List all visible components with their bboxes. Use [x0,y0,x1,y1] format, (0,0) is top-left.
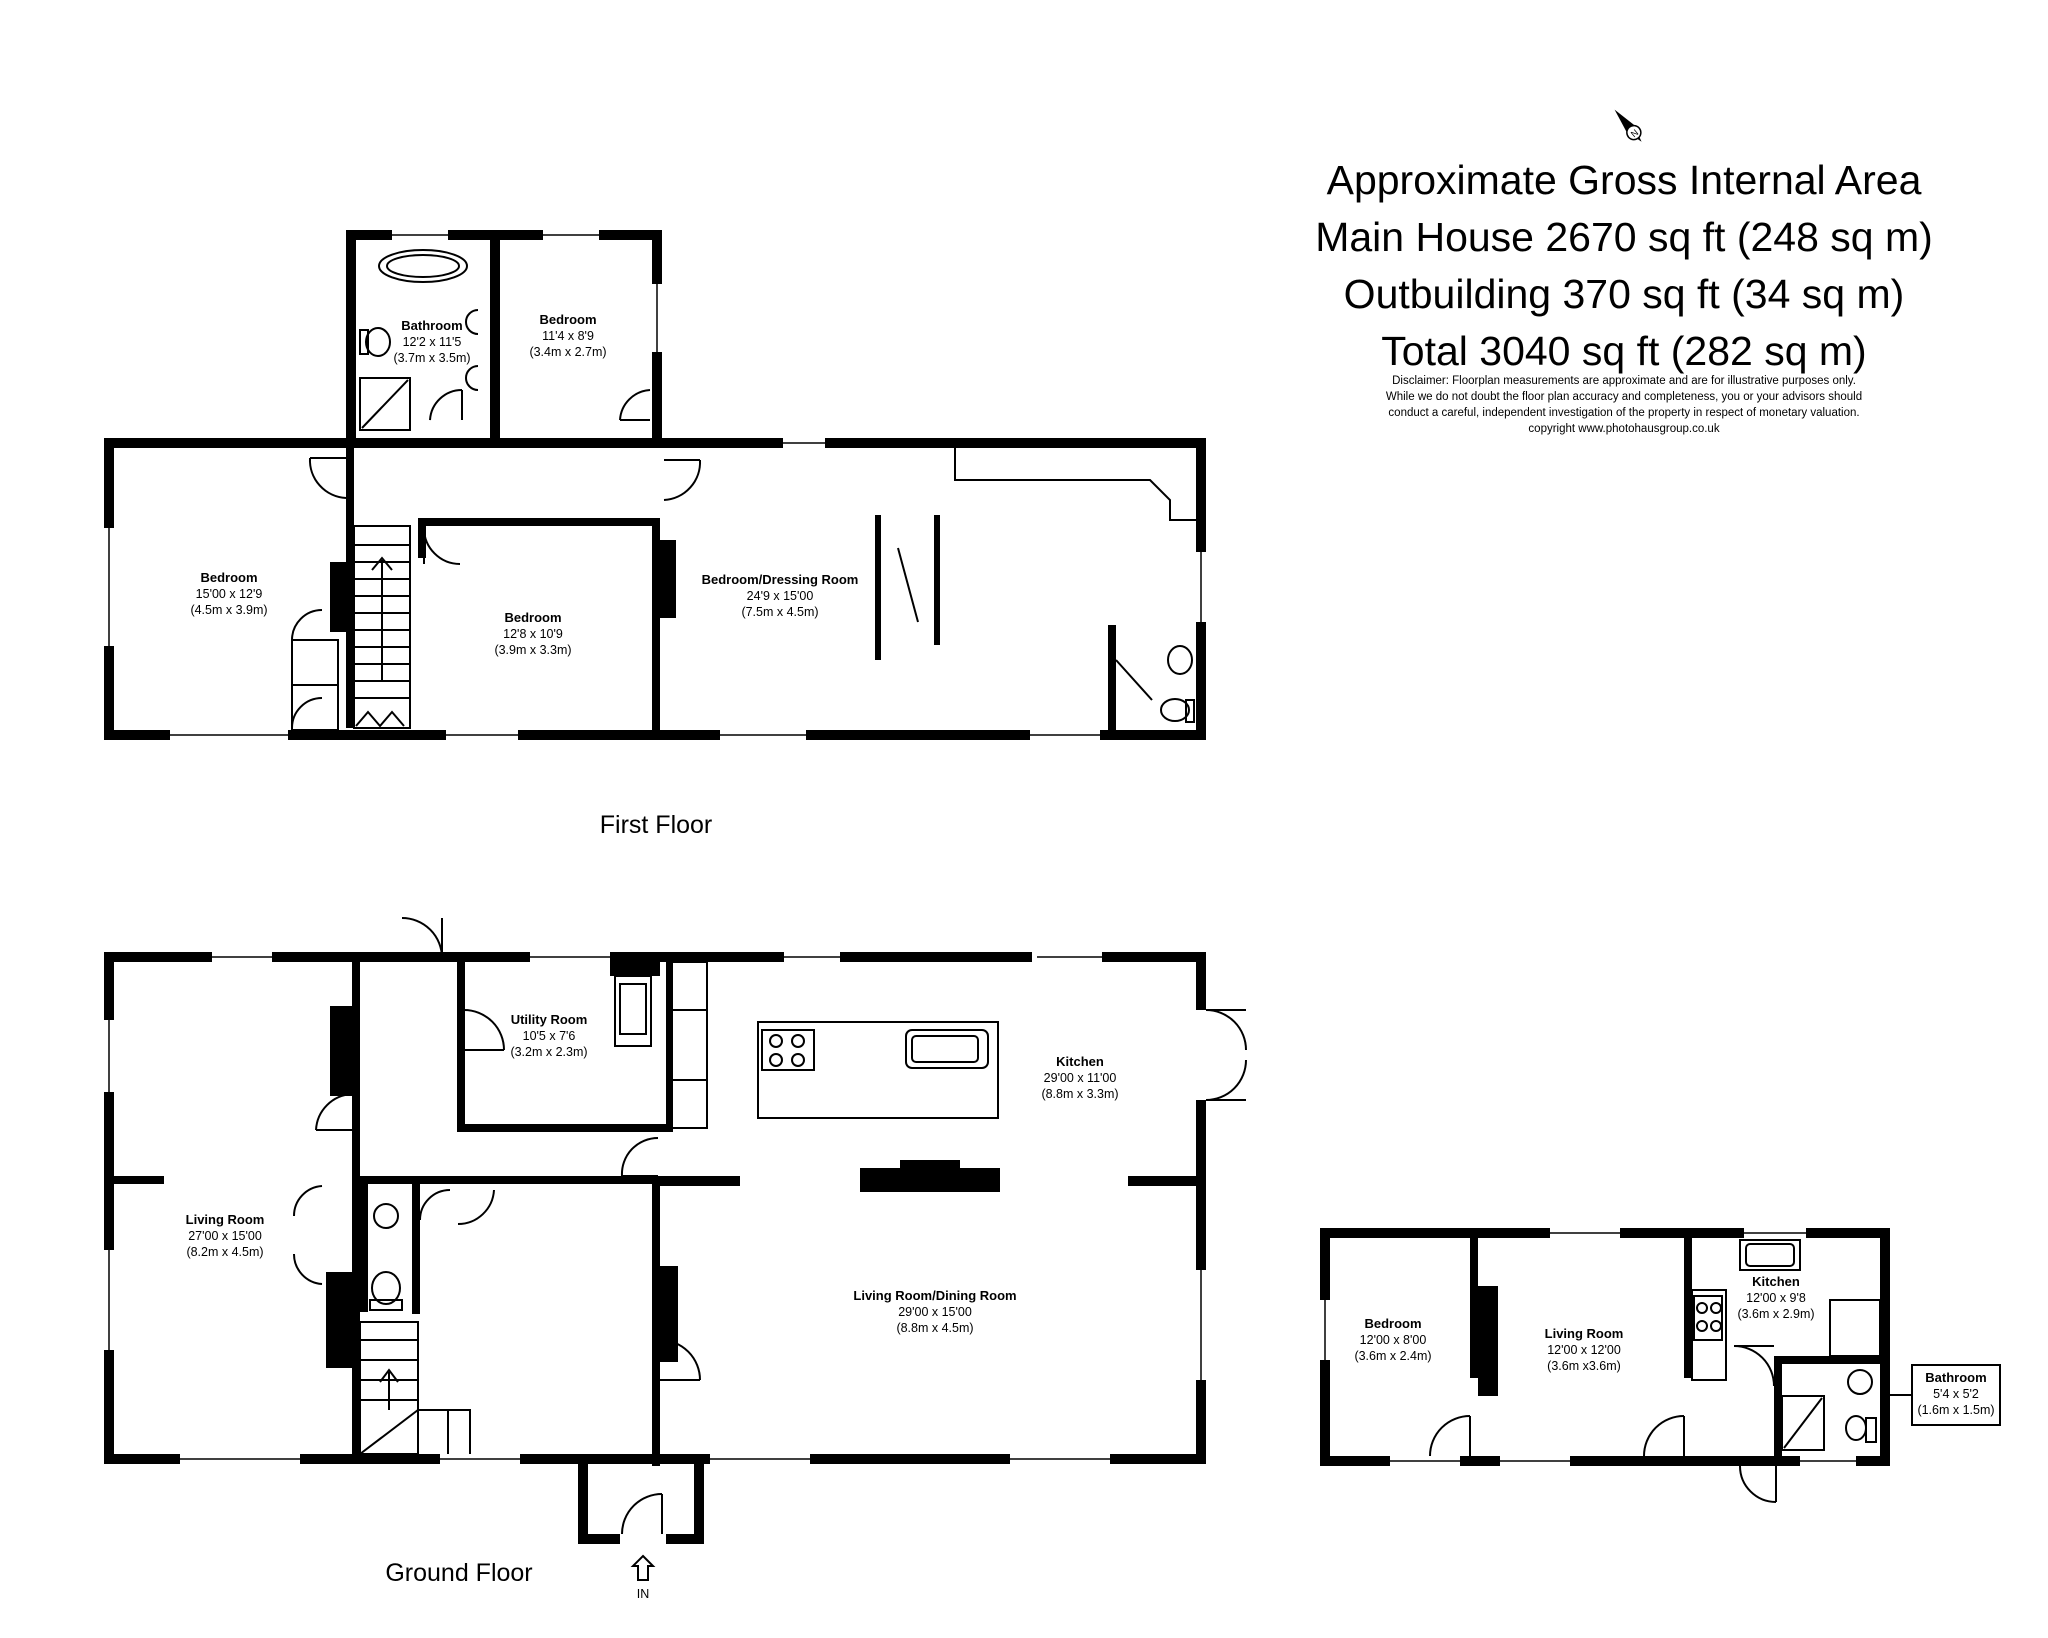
ob-bedroom-metric: (3.6m x 2.4m) [1354,1349,1431,1363]
first-floor-label: First Floor [600,811,713,839]
ff-bedroom-b-imperial: 15'00 x 12'9 [196,587,263,601]
ff-bedroom-a-imperial: 11'4 x 8'9 [542,329,594,343]
entrance-arrow-icon [630,1554,656,1581]
ob-living-name: Living Room [1545,1326,1624,1341]
outbuilding-plan: Bedroom 12'00 x 8'00 (3.6m x 2.4m) Livin… [1320,1228,2001,1503]
ob-bedroom-imperial: 12'00 x 8'00 [1360,1333,1427,1347]
gf-living-imperial: 27'00 x 15'00 [188,1229,262,1243]
gf-kitchen-name: Kitchen [1056,1054,1104,1069]
compass-letter: N [1629,127,1640,139]
ob-living-metric: (3.6m x3.6m) [1547,1359,1621,1373]
area-total: Total 3040 sq ft (282 sq m) [1381,328,1866,374]
entrance-label: IN [637,1587,650,1601]
area-title: Approximate Gross Internal Area [1327,157,1922,203]
gf-utility-name: Utility Room [511,1012,588,1027]
disclaimer-line-3: conduct a careful, independent investiga… [1388,407,1859,419]
ground-floor-label: Ground Floor [385,1559,532,1587]
ff-bathroom-name: Bathroom [401,318,462,333]
area-outbuilding: Outbuilding 370 sq ft (34 sq m) [1344,271,1905,317]
ff-bedroom-b-name: Bedroom [200,570,257,585]
ob-kitchen-metric: (3.6m x 2.9m) [1737,1307,1814,1321]
gf-utility-imperial: 10'5 x 7'6 [523,1029,576,1043]
ff-dressing-metric: (7.5m x 4.5m) [741,605,818,619]
ff-bedroom-c-imperial: 12'8 x 10'9 [503,627,563,641]
ff-bedroom-a-metric: (3.4m x 2.7m) [529,345,606,359]
gf-utility-metric: (3.2m x 2.3m) [510,1045,587,1059]
ob-living-imperial: 12'00 x 12'00 [1547,1343,1621,1357]
gf-living-dining-imperial: 29'00 x 15'00 [898,1305,972,1319]
ob-kitchen-name: Kitchen [1752,1274,1800,1289]
area-main-house: Main House 2670 sq ft (248 sq m) [1315,214,1933,260]
disclaimer-line-2: While we do not doubt the floor plan acc… [1386,391,1862,403]
ff-bedroom-a-name: Bedroom [539,312,596,327]
area-summary: Approximate Gross Internal Area Main Hou… [1315,157,1933,435]
gf-kitchen-imperial: 29'00 x 11'00 [1044,1071,1117,1085]
ff-bathroom-metric: (3.7m x 3.5m) [393,351,470,365]
first-floor-plan: Bathroom 12'2 x 11'5 (3.7m x 3.5m) Bedro… [104,230,1206,839]
ob-bathroom-metric: (1.6m x 1.5m) [1917,1403,1994,1417]
gf-living-dining-name: Living Room/Dining Room [853,1288,1016,1303]
gf-living-name: Living Room [186,1212,265,1227]
gf-living-metric: (8.2m x 4.5m) [186,1245,263,1259]
ob-bathroom-imperial: 5'4 x 5'2 [1933,1387,1979,1401]
north-arrow-icon: N [1614,109,1642,142]
ff-bedroom-c-name: Bedroom [504,610,561,625]
disclaimer-copyright: copyright www.photohausgroup.co.uk [1528,423,1719,435]
ob-bathroom-name: Bathroom [1925,1370,1986,1385]
disclaimer-line-1: Disclaimer: Floorplan measurements are a… [1392,375,1856,387]
ff-dressing-imperial: 24'9 x 15'00 [747,589,814,603]
ff-bedroom-b-metric: (4.5m x 3.9m) [190,603,267,617]
gf-living-dining-metric: (8.8m x 4.5m) [896,1321,973,1335]
ff-bedroom-c-metric: (3.9m x 3.3m) [494,643,571,657]
ff-dressing-name: Bedroom/Dressing Room [702,572,859,587]
ob-kitchen-imperial: 12'00 x 9'8 [1746,1291,1806,1305]
ff-bathroom-imperial: 12'2 x 11'5 [403,335,462,349]
gf-kitchen-metric: (8.8m x 3.3m) [1041,1087,1118,1101]
ground-floor-plan: Utility Room 10'5 x 7'6 (3.2m x 2.3m) Ki… [104,917,1247,1601]
ob-bedroom-name: Bedroom [1364,1316,1421,1331]
